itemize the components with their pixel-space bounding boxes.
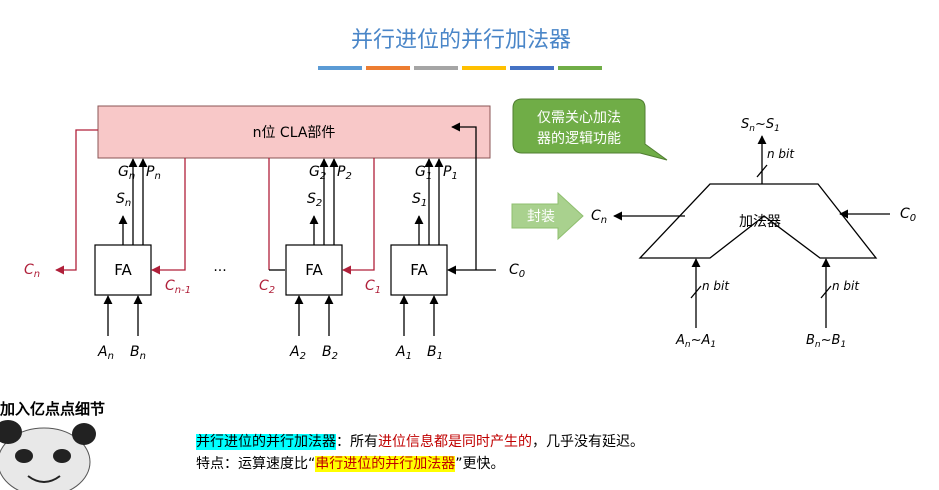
fa-box-n	[94, 244, 152, 296]
meme-face-eye-left	[15, 449, 33, 463]
meme-face-eye-right	[53, 449, 71, 463]
caption-rest-1: ，几乎没有延迟。	[532, 434, 644, 450]
adder-out-nbit: n bit	[767, 147, 795, 161]
adder-out-label: Sn~S1	[741, 117, 780, 134]
slide-title: 并行进位的并行加法器	[351, 28, 571, 53]
cla-block	[97, 105, 491, 159]
label-c2: C2	[259, 278, 275, 296]
label-s1: S1	[412, 191, 427, 209]
caption-term-serial-carry: 串行进位的并行加法器	[315, 456, 456, 472]
label-s2: S2	[307, 191, 322, 209]
caption-red-phrase: 进位信息都是同时产生的	[378, 434, 532, 450]
c0-cla-wire	[451, 122, 477, 270]
label-a2: A2	[289, 344, 306, 362]
meme-face-head	[0, 427, 91, 490]
encapsulate-arrow	[511, 191, 584, 241]
cn1-wire	[151, 158, 186, 275]
meme-face-image	[0, 420, 96, 490]
encapsulate-label: 封装	[527, 209, 555, 225]
label-gn: Gn	[118, 164, 135, 182]
adder-a-nbit: n bit	[702, 279, 730, 293]
caption-lead-2: 特点：运算速度比“	[196, 456, 316, 472]
label-c1: C1	[365, 278, 381, 296]
adder-a-tick	[690, 285, 702, 299]
fa-label-n: FA	[114, 261, 132, 279]
meme-face-mouth	[27, 475, 61, 483]
fa-box-1	[390, 244, 448, 296]
label-cn: Cn	[24, 262, 40, 280]
ellipsis: ···	[213, 263, 226, 279]
adder-shape	[638, 183, 878, 259]
adder-label: 加法器	[739, 214, 781, 230]
meme-face-ear-right	[72, 423, 96, 445]
title-bar-seg-2	[366, 66, 410, 70]
adder-cn-label: Cn	[591, 208, 607, 226]
callout-line1: 仅需关心加法	[537, 110, 621, 126]
callout-bubble	[512, 98, 668, 161]
meme-face-ear-left	[0, 420, 22, 444]
title-bar-seg-4	[462, 66, 506, 70]
adder-a-label: An~A1	[675, 333, 716, 350]
adder-out-tick	[756, 164, 768, 178]
label-a1: A1	[395, 344, 412, 362]
cn-wire	[55, 129, 98, 275]
cla-label: n位 CLA部件	[253, 125, 336, 141]
callout-line2: 器的逻辑功能	[537, 131, 621, 147]
label-pn: Pn	[146, 164, 161, 182]
fa-label-1: FA	[410, 261, 428, 279]
title-bar-seg-3	[414, 66, 458, 70]
caption-line-2: 特点：运算速度比“串行进位的并行加法器”更快。	[196, 453, 505, 473]
note-heading: 加入亿点点细节	[0, 400, 106, 418]
label-cn1: Cn-1	[165, 278, 191, 296]
title-bar-seg-1	[318, 66, 362, 70]
title-bar-seg-5	[510, 66, 554, 70]
caption-line-1: 并行进位的并行加法器：所有进位信息都是同时产生的，几乎没有延迟。	[196, 431, 644, 451]
label-c0: C0	[509, 262, 525, 280]
caption-term-parallel-carry: 并行进位的并行加法器	[196, 434, 336, 450]
title-bar-seg-6	[558, 66, 602, 70]
label-g2: G2	[309, 164, 326, 182]
adder-b-nbit: n bit	[832, 279, 860, 293]
adder-c0-label: C0	[900, 206, 916, 224]
caption-rest-2: ”更快。	[455, 456, 505, 472]
label-b1: B1	[427, 344, 443, 362]
adder-b-tick	[820, 285, 832, 299]
label-g1: G1	[415, 164, 432, 182]
adder-b-label: Bn~B1	[806, 333, 846, 350]
label-p2: P2	[337, 164, 352, 182]
fa-label-2: FA	[305, 261, 323, 279]
label-bn: Bn	[130, 344, 146, 362]
c1-wire	[342, 158, 375, 275]
label-b2: B2	[322, 344, 338, 362]
title-color-bar	[318, 66, 602, 70]
label-p1: P1	[443, 164, 458, 182]
caption-colon: ：所有	[336, 434, 378, 450]
label-an: An	[97, 344, 114, 362]
label-sn: Sn	[116, 191, 131, 209]
